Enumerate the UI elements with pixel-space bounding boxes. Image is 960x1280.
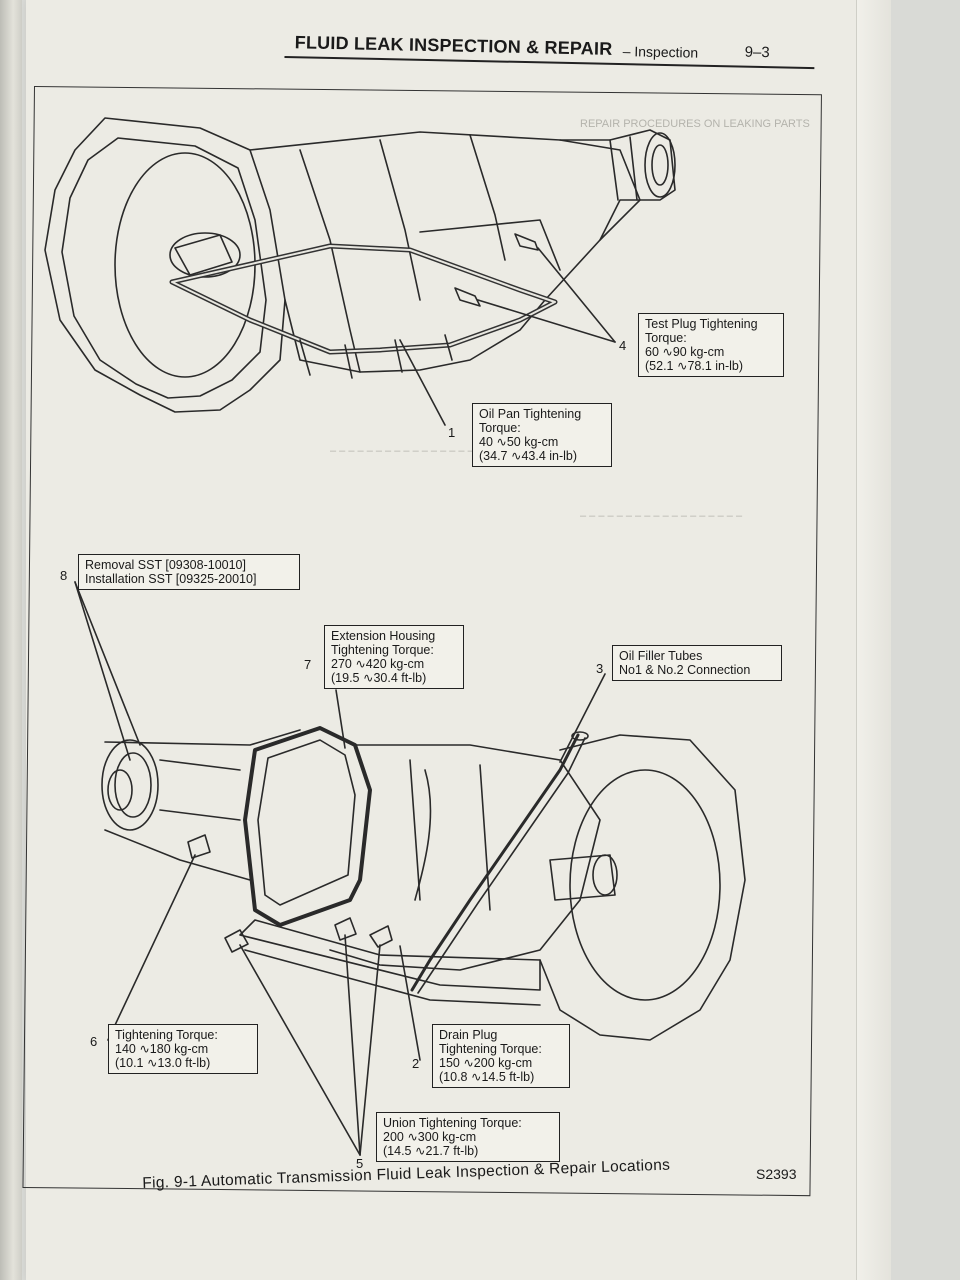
callout-line: Test Plug Tightening (645, 317, 758, 331)
callout-union-torque: Union Tightening Torque: 200 ∿300 kg-cm … (376, 1112, 560, 1162)
callout-line: (19.5 ∿30.4 ft-lb) (331, 671, 427, 685)
page-stack-edge (856, 0, 891, 1280)
bleed-through-text: – – – – – – – – – – – – – – – – – – (580, 510, 743, 522)
callout-sst-tools: Removal SST [09308-10010] Installation S… (78, 554, 300, 590)
upper-transmission-drawing (44, 117, 676, 413)
callout-line: Tightening Torque: (439, 1042, 542, 1056)
callout-line: (10.1 ∿13.0 ft-lb) (115, 1056, 211, 1070)
callout-line: 150 ∿200 kg-cm (439, 1056, 533, 1070)
callout-number-8: 8 (60, 568, 68, 583)
callout-number-7: 7 (304, 657, 312, 672)
callout-number-2: 2 (412, 1056, 420, 1071)
callout-line: 40 ∿50 kg-cm (479, 435, 559, 449)
lower-transmission-drawing (101, 726, 746, 1041)
bleed-through-text: REPAIR PROCEDURES ON LEAKING PARTS (580, 118, 810, 130)
callout-line: 60 ∿90 kg-cm (645, 345, 725, 359)
callout-line: Extension Housing (331, 629, 436, 643)
callout-number-3: 3 (596, 661, 604, 676)
callout-line: (34.7 ∿43.4 in-lb) (479, 449, 578, 463)
callout-line: Union Tightening Torque: (383, 1116, 522, 1130)
callout-number-5: 5 (356, 1156, 364, 1171)
callout-line: Removal SST [09308-10010] (85, 558, 246, 572)
callout-number-6: 6 (90, 1034, 98, 1049)
callout-line: (14.5 ∿21.7 ft-lb) (383, 1144, 479, 1158)
figure-code: S2393 (756, 1166, 797, 1182)
callout-line: Torque: (645, 331, 687, 345)
callout-oil-pan-torque: Oil Pan Tightening Torque: 40 ∿50 kg-cm … (472, 403, 612, 467)
callout-oil-filler-tubes: Oil Filler Tubes No1 & No.2 Connection (612, 645, 782, 681)
callout-line: 270 ∿420 kg-cm (331, 657, 425, 671)
callout-line: Oil Filler Tubes (619, 649, 703, 663)
callout-line: Installation SST [09325-20010] (85, 572, 257, 586)
callout-drain-plug-torque: Drain Plug Tightening Torque: 150 ∿200 k… (432, 1024, 570, 1088)
callout-number-4: 4 (619, 338, 627, 353)
callout-line: (10.8 ∿14.5 ft-lb) (439, 1070, 535, 1084)
callout-line: Drain Plug (439, 1028, 498, 1042)
callout-line: Tightening Torque: (115, 1028, 218, 1042)
callout-line: 200 ∿300 kg-cm (383, 1130, 477, 1144)
callout-line: Oil Pan Tightening (479, 407, 582, 421)
callout-tightening-torque-6: Tightening Torque: 140 ∿180 kg-cm (10.1 … (108, 1024, 258, 1074)
callout-line: No1 & No.2 Connection (619, 663, 751, 677)
callout-line: Torque: (479, 421, 521, 435)
adjacent-page-edge (0, 0, 22, 1280)
callout-line: 140 ∿180 kg-cm (115, 1042, 209, 1056)
callout-number-1: 1 (448, 425, 456, 440)
callout-extension-housing-torque: Extension Housing Tightening Torque: 270… (324, 625, 464, 689)
callout-test-plug-torque: Test Plug Tightening Torque: 60 ∿90 kg-c… (638, 313, 784, 377)
callout-line: Tightening Torque: (331, 643, 434, 657)
callout-line: (52.1 ∿78.1 in-lb) (645, 359, 744, 373)
